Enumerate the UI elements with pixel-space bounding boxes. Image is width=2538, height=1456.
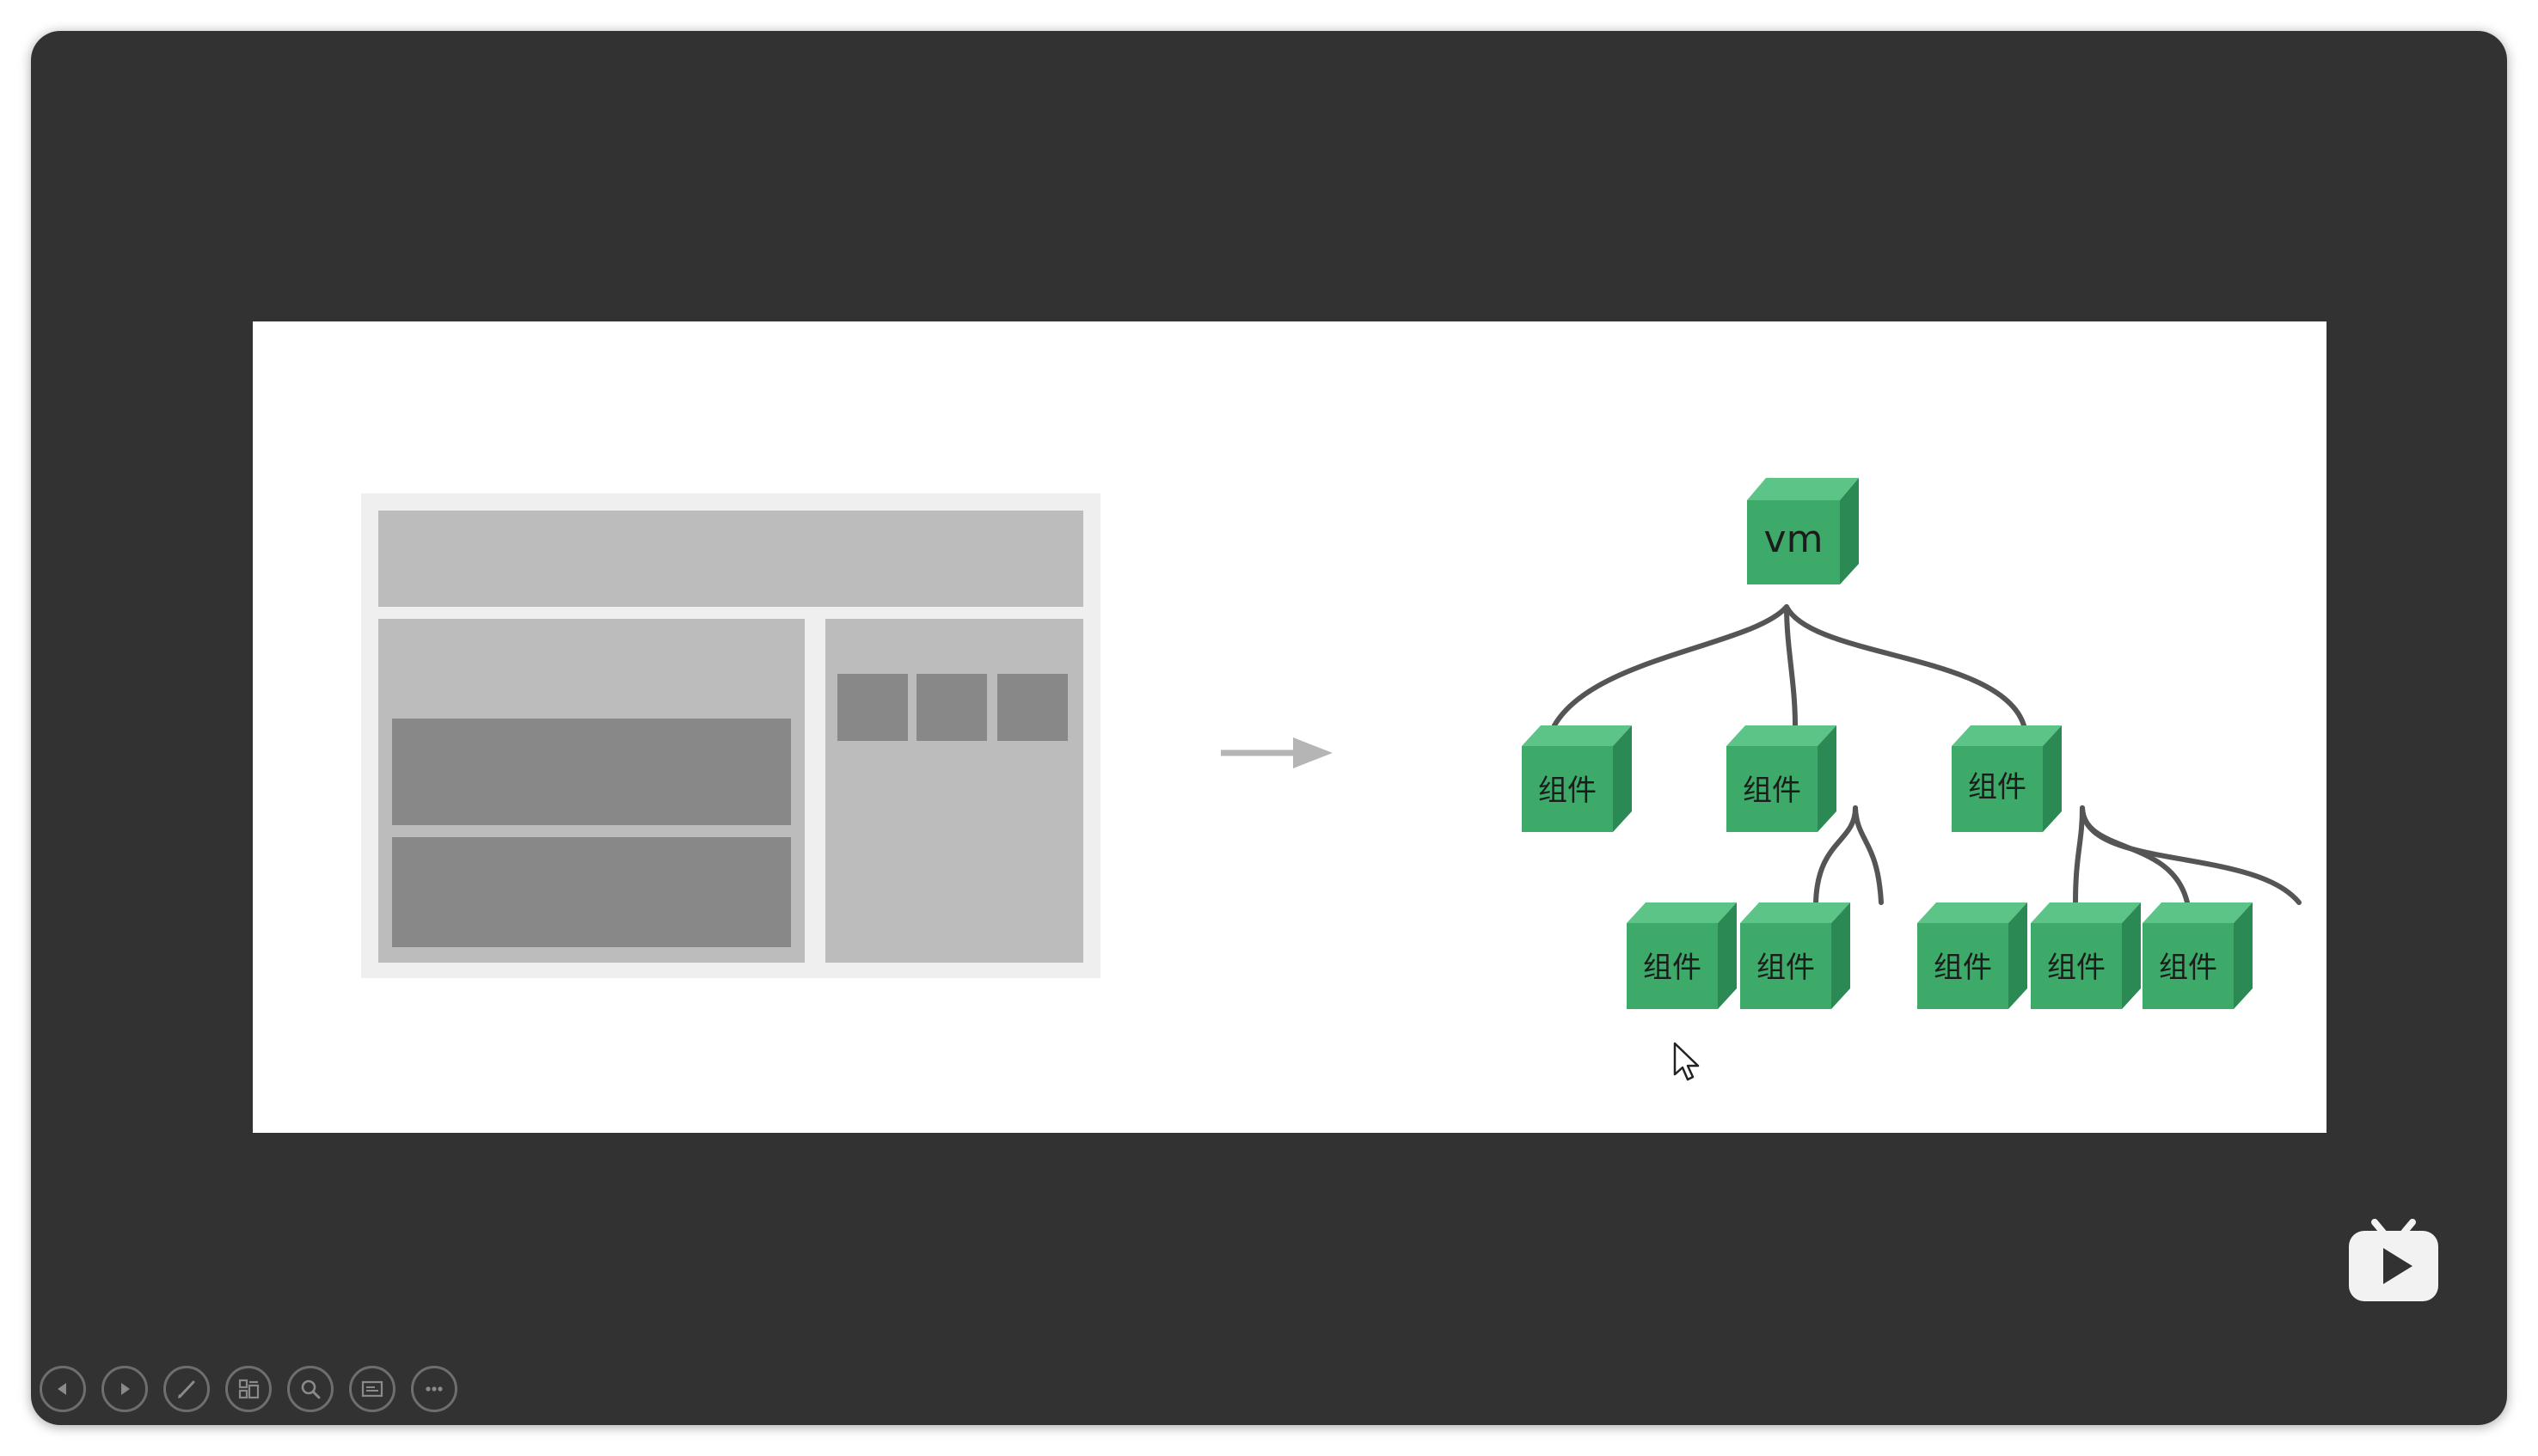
tree-connectors xyxy=(1552,604,2302,905)
component-label: 组件 xyxy=(2159,951,2217,985)
slide-overview-button[interactable] xyxy=(225,1366,272,1412)
component-node-l1-1: 组件 xyxy=(1522,725,1632,832)
component-label: 组件 xyxy=(1643,951,1701,985)
component-label: 组件 xyxy=(1756,951,1815,985)
vm-label: vm xyxy=(1764,517,1824,561)
prev-slide-button[interactable] xyxy=(40,1366,86,1412)
wireframe-sidebar-item-2 xyxy=(916,674,987,741)
component-tree: vm 组件 组件 xyxy=(1522,478,2253,1009)
component-node-l2-2: 组件 xyxy=(1740,902,1850,1009)
component-node-l1-2: 组件 xyxy=(1726,725,1836,832)
component-node-l2-5: 组件 xyxy=(2143,902,2253,1009)
slide-diagram: vm 组件 组件 xyxy=(361,478,2302,1081)
component-label: 组件 xyxy=(1934,951,1992,985)
wireframe-sidebar-item-3 xyxy=(997,674,1068,741)
page-wireframe xyxy=(361,493,1100,978)
bilibili-tv-icon[interactable] xyxy=(2345,1208,2442,1305)
presentation-window: vm 组件 组件 xyxy=(31,31,2507,1425)
component-node-l2-4: 组件 xyxy=(2031,902,2141,1009)
zoom-button[interactable] xyxy=(287,1366,334,1412)
component-label: 组件 xyxy=(1538,774,1597,808)
component-node-l2-3: 组件 xyxy=(1917,902,2027,1009)
presenter-toolbar xyxy=(40,1363,457,1415)
component-label: 组件 xyxy=(2047,951,2106,985)
wireframe-main-block-1 xyxy=(392,719,791,825)
pen-icon xyxy=(178,1380,195,1398)
triangle-left-icon xyxy=(58,1383,66,1395)
component-label: 组件 xyxy=(1743,774,1801,808)
more-options-button[interactable] xyxy=(411,1366,457,1412)
wireframe-sidebar xyxy=(825,619,1083,963)
wireframe-header xyxy=(378,511,1083,607)
component-node-l1-3: 组件 xyxy=(1952,725,2062,832)
subtitle-button[interactable] xyxy=(349,1366,395,1412)
ellipsis-icon xyxy=(426,1386,443,1392)
grid-icon xyxy=(238,1379,260,1399)
vm-node: vm xyxy=(1747,478,1859,584)
screen-icon xyxy=(361,1380,383,1398)
component-node-l2-1: 组件 xyxy=(1627,902,1737,1009)
mouse-cursor-icon xyxy=(1673,1042,1700,1081)
triangle-right-icon xyxy=(121,1383,130,1395)
transform-arrow xyxy=(1221,737,1333,768)
next-slide-button[interactable] xyxy=(101,1366,148,1412)
wireframe-sidebar-item-1 xyxy=(837,674,908,741)
pen-tool-button[interactable] xyxy=(163,1366,210,1412)
component-label: 组件 xyxy=(1968,770,2026,804)
wireframe-main-block-2 xyxy=(392,837,791,947)
slide: vm 组件 组件 xyxy=(253,321,2326,1133)
magnifier-icon xyxy=(301,1380,321,1399)
